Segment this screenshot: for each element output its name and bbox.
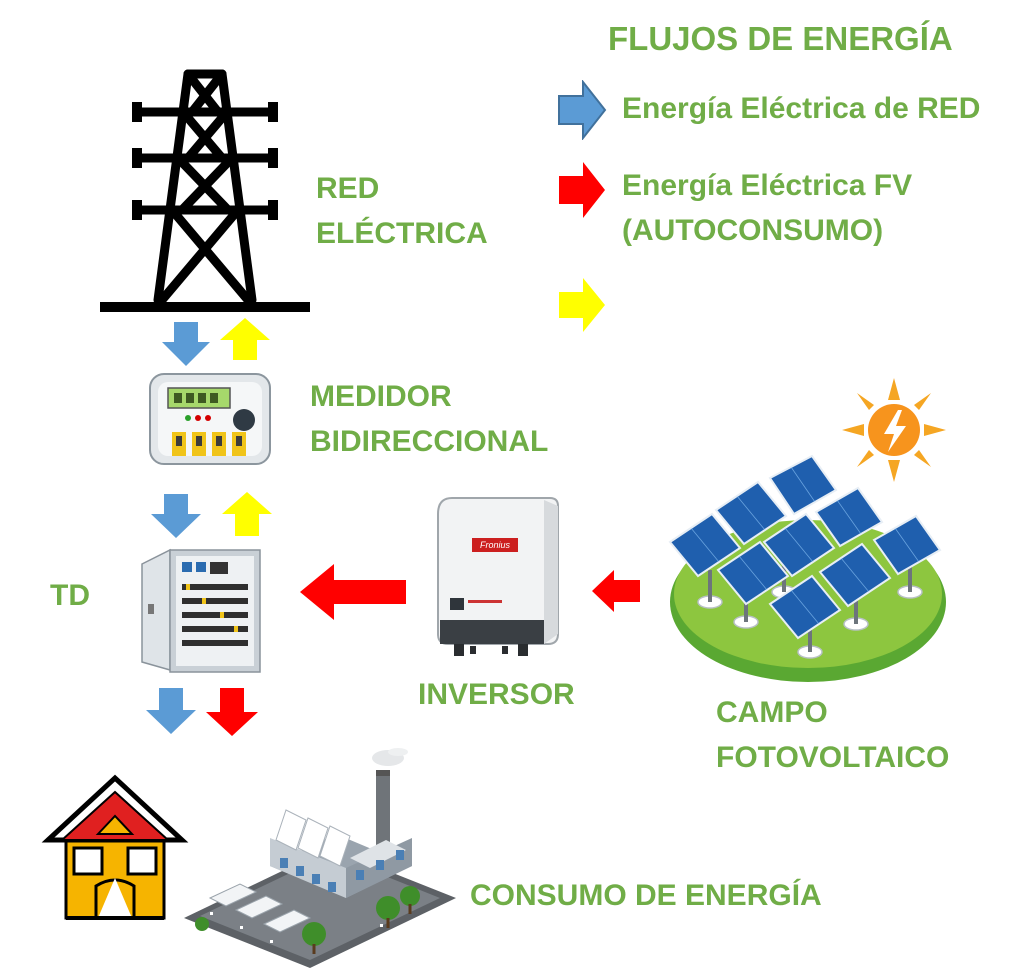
legend-pv-label-line-2: (AUTOCONSUMO) (622, 214, 884, 247)
distribution-board-icon (141, 548, 261, 673)
medidor-label: MEDIDOR BIDIRECCIONAL (310, 374, 548, 464)
red-electrica-label-line-2: ELÉCTRICA (316, 217, 488, 250)
export-up-arrow-2 (222, 492, 272, 536)
campo-fv-label-line-2: FOTOVOLTAICO (716, 741, 950, 774)
solar-field-icon (668, 454, 946, 682)
power-tower-icon (100, 69, 310, 312)
legend-pv-label-line-1: Energía Eléctrica FV (622, 169, 913, 202)
legend-title: FLUJOS DE ENERGÍA (608, 20, 953, 57)
red-electrica-label: RED ELÉCTRICA (316, 166, 488, 256)
bidirectional-meter-icon (149, 373, 271, 465)
house-icon (41, 774, 189, 920)
legend-grid-label: Energía Eléctrica de RED (622, 86, 980, 131)
consumo-label-line: CONSUMO DE ENERGÍA (470, 879, 822, 912)
red-electrica-label-line-1: RED (316, 172, 380, 205)
legend-red-arrow (559, 162, 605, 218)
factory-icon (184, 748, 456, 968)
consumo-label: CONSUMO DE ENERGÍA (470, 873, 822, 918)
inverter-brand-text: Fronius (480, 540, 511, 550)
legend-pv-label: Energía Eléctrica FV (AUTOCONSUMO) (622, 163, 912, 253)
medidor-label-line-1: MEDIDOR (310, 380, 452, 413)
inversor-label: INVERSOR (418, 672, 575, 717)
pv-down-arrow (206, 688, 258, 736)
campo-fv-label-line-1: CAMPO (716, 696, 828, 729)
td-label: TD (50, 573, 90, 618)
legend-blue-arrow (558, 80, 607, 140)
td-label-line: TD (50, 579, 90, 612)
medidor-label-line-2: BIDIRECCIONAL (310, 425, 549, 458)
inverter-icon: Fronius (437, 497, 559, 656)
legend-grid-label-line: Energía Eléctrica de RED (622, 92, 981, 125)
export-up-arrow-1 (220, 318, 270, 360)
grid-down-arrow-3 (146, 688, 196, 734)
grid-down-arrow-2 (151, 494, 201, 538)
pv-left-arrow-1 (300, 564, 406, 620)
inversor-label-line: INVERSOR (418, 678, 575, 711)
sun-icon (842, 378, 946, 482)
grid-down-arrow-1 (162, 322, 210, 366)
pv-left-arrow-2 (592, 570, 640, 612)
campo-fv-label: CAMPO FOTOVOLTAICO (716, 690, 949, 780)
legend-yellow-arrow (559, 278, 605, 332)
